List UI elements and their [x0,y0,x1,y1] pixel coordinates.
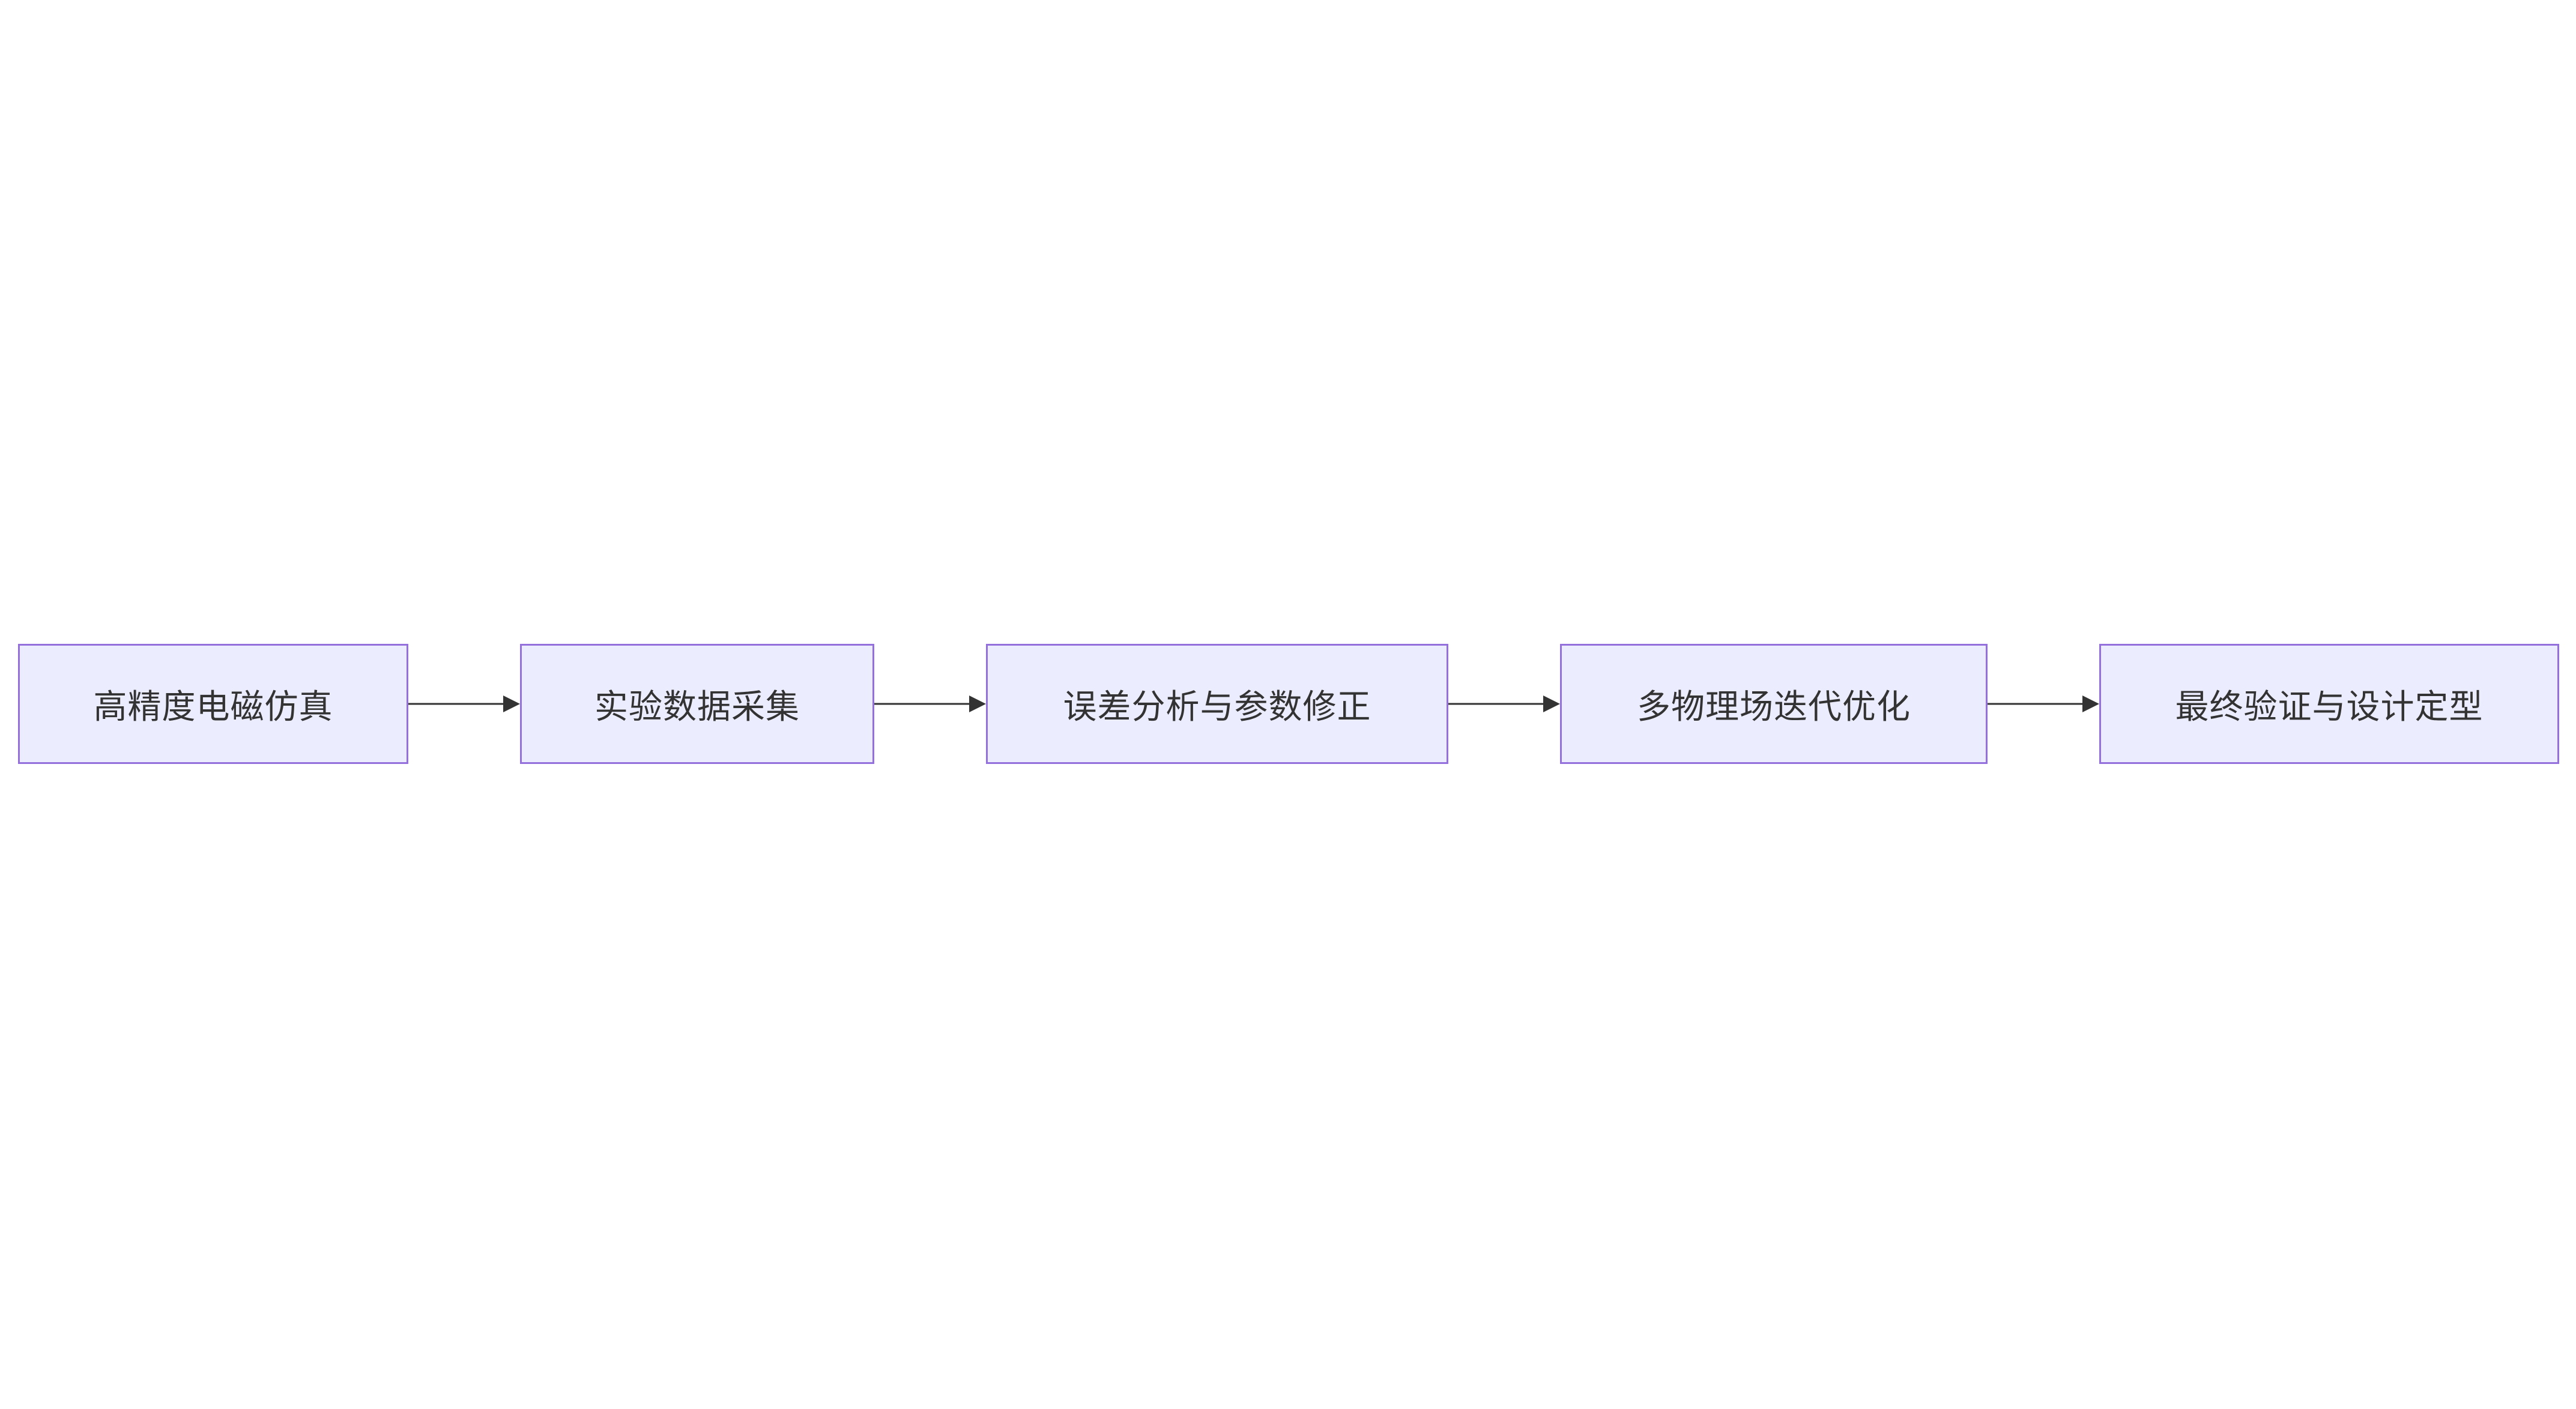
node-label: 误差分析与参数修正 [1063,687,1371,727]
arrowhead-icon [2082,695,2099,712]
edge-n4-n5 [1988,695,2099,712]
arrowhead-icon [1543,695,1560,712]
node-label: 多物理场迭代优化 [1637,687,1911,727]
edge-n3-n4 [1448,695,1560,712]
node-final-verification-design-finalization: 最终验证与设计定型 [2099,644,2559,764]
node-experimental-data-collection: 实验数据采集 [520,644,874,764]
node-multiphysics-iterative-optimization: 多物理场迭代优化 [1560,644,1988,764]
node-label: 高精度电磁仿真 [93,687,333,727]
edge-n2-n3 [874,695,986,712]
edge-n1-n2 [408,695,520,712]
arrowhead-icon [969,695,986,712]
node-label: 实验数据采集 [594,687,800,727]
node-label: 最终验证与设计定型 [2175,687,2484,727]
node-electromagnetic-simulation: 高精度电磁仿真 [18,644,408,764]
arrowhead-icon [503,695,520,712]
node-error-analysis-parameter-correction: 误差分析与参数修正 [986,644,1448,764]
